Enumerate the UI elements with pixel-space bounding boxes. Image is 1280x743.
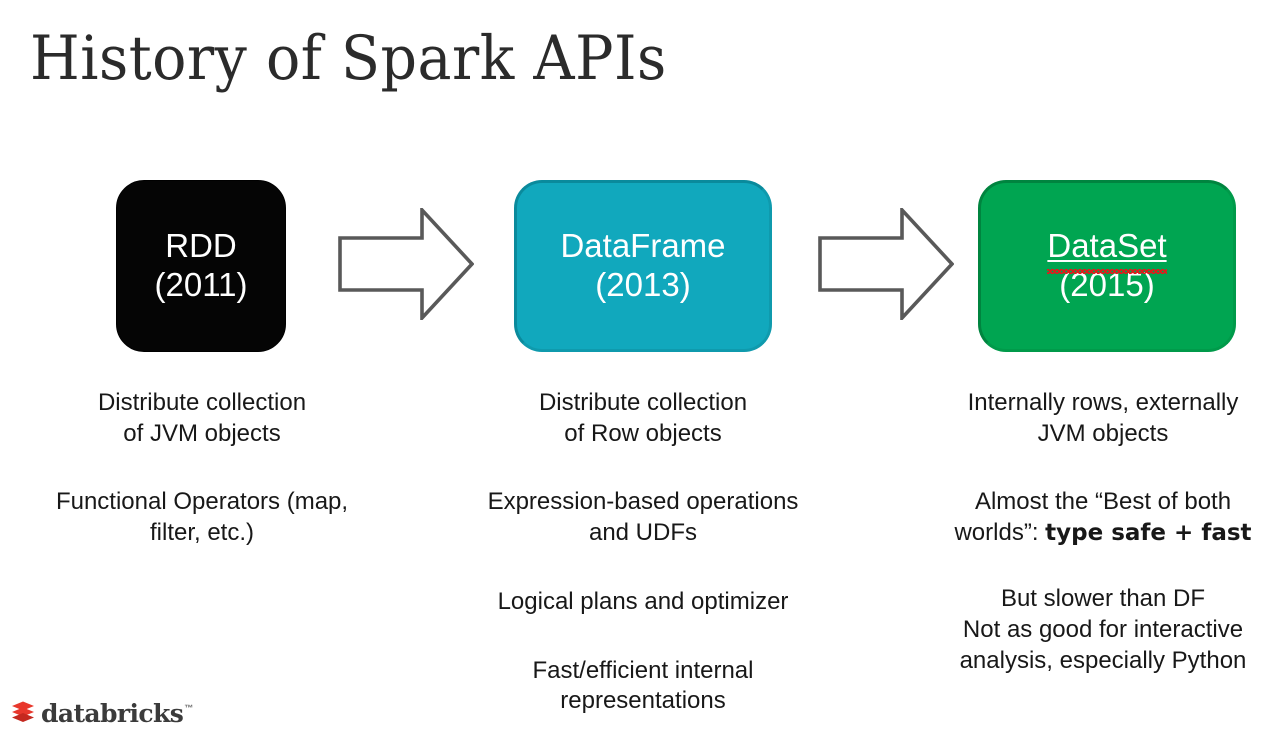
description-line: Almost the “Best of both xyxy=(974,488,1232,516)
trademark-symbol: ™ xyxy=(184,703,193,713)
description-line: Logical plans and optimizer xyxy=(497,587,789,615)
description-paragraph: But slower than DF Not as good for inter… xyxy=(930,583,1276,677)
description-line: JVM objects xyxy=(1037,419,1169,447)
description-paragraph: Internally rows, externally JVM objects xyxy=(930,388,1276,449)
api-box-dataframe-year: (2013) xyxy=(595,266,691,303)
right-arrow-icon xyxy=(818,205,955,325)
databricks-wordmark: databricks™ xyxy=(41,699,193,728)
api-box-dataset: DataSet (2015) xyxy=(978,180,1236,352)
description-column-dataset: Internally rows, externally JVM objects … xyxy=(930,388,1276,676)
api-box-rdd-year: (2011) xyxy=(154,266,248,303)
description-line: Distribute collection xyxy=(97,389,307,416)
description-line: Distribute collection xyxy=(538,389,748,416)
description-line: worlds”: xyxy=(954,519,1046,547)
right-arrow-icon xyxy=(338,205,475,325)
description-line: of Row objects xyxy=(564,419,722,447)
description-line: Expression-based operations xyxy=(487,488,799,516)
api-box-rdd-name: RDD xyxy=(165,227,237,265)
description-paragraph: Distribute collection of JVM objects xyxy=(22,388,382,449)
api-box-dataset-name: DataSet xyxy=(1047,227,1167,274)
description-paragraph: Almost the “Best of both worlds”: type s… xyxy=(930,487,1276,548)
databricks-brand-text: databricks xyxy=(41,699,184,728)
api-box-dataframe: DataFrame (2013) xyxy=(514,180,772,352)
api-box-dataframe-name: DataFrame xyxy=(560,227,726,265)
databricks-bricks-icon xyxy=(10,698,36,729)
description-column-rdd: Distribute collection of JVM objects Fun… xyxy=(22,388,382,549)
description-line: But slower than DF xyxy=(1000,584,1206,612)
description-line: Functional Operators (map, xyxy=(55,488,349,516)
description-line: Not as good for interactive xyxy=(962,616,1244,644)
description-line: filter, etc.) xyxy=(149,519,255,547)
description-line: representations xyxy=(560,687,726,715)
description-paragraph: Logical plans and optimizer xyxy=(463,587,823,618)
api-box-rdd: RDD (2011) xyxy=(116,180,286,352)
description-line: and UDFs xyxy=(588,519,698,547)
description-line: of JVM objects xyxy=(123,419,281,447)
description-paragraph: Functional Operators (map, filter, etc.) xyxy=(22,487,382,548)
databricks-logo: databricks™ xyxy=(10,698,193,729)
description-line: analysis, especially Python xyxy=(959,647,1247,675)
description-paragraph: Expression-based operations and UDFs xyxy=(463,487,823,548)
description-line: Fast/efficient internal xyxy=(532,656,754,684)
description-emphasis: type safe + fast xyxy=(1045,520,1252,547)
page-title: History of Spark APIs xyxy=(30,24,667,94)
description-paragraph: Distribute collection of Row objects xyxy=(463,388,823,449)
description-paragraph: Fast/efficient internal representations xyxy=(463,656,823,717)
description-column-dataframe: Distribute collection of Row objects Exp… xyxy=(463,388,823,717)
description-line: Internally rows, externally xyxy=(967,389,1239,416)
